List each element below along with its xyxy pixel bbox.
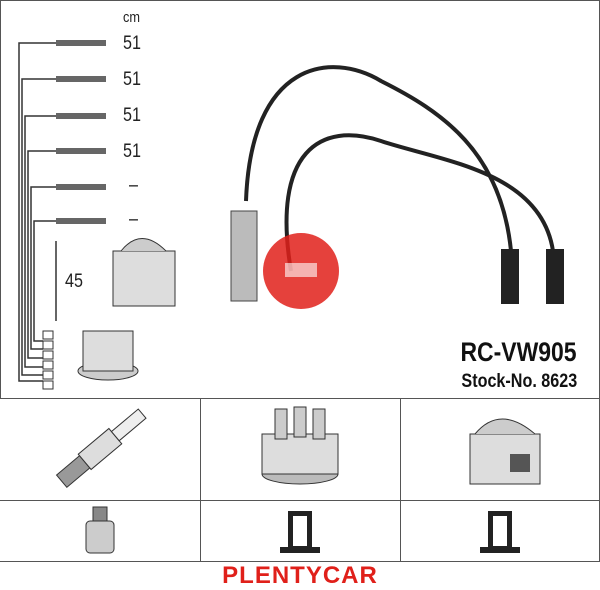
angled-connector-icon: [480, 511, 520, 553]
straight-connector-icon: [85, 506, 115, 554]
ignition-coil-cell: [400, 399, 600, 501]
coil-icon: [112, 238, 176, 307]
cable-drawing: [18, 40, 564, 390]
unit-label: cm: [123, 9, 140, 26]
length-label: 51: [123, 141, 141, 162]
model-number: RC-VW905: [460, 337, 577, 367]
coil-connector-cell: [400, 501, 600, 562]
distributor-cap-cell: [200, 399, 401, 501]
angled-connector-icon: [280, 511, 320, 553]
length-label: –: [129, 175, 138, 196]
length-label: –: [129, 209, 138, 230]
spark-plug-icon: [55, 408, 147, 488]
coil-icon: [469, 418, 541, 485]
plentycar-stamp-icon: [263, 233, 339, 309]
plug-connector-cell: [0, 501, 201, 562]
cable-set-panel: cm 51 51 51 51 – – 45 RC-VW905 Stock-No.…: [0, 0, 600, 399]
distributor-connector-cell: [200, 501, 401, 562]
length-label: 51: [123, 69, 141, 90]
coil-lead-length: 45: [65, 271, 83, 292]
length-label: 51: [123, 105, 141, 126]
spark-plug-cell: [0, 399, 201, 501]
length-label: 51: [123, 33, 141, 54]
stock-number: Stock-No. 8623: [461, 371, 577, 392]
distributor-cap-icon: [261, 406, 339, 485]
distributor-cap-icon: [77, 330, 139, 381]
component-grid: [0, 398, 600, 562]
brand-footer: PLENTYCAR: [222, 562, 378, 589]
